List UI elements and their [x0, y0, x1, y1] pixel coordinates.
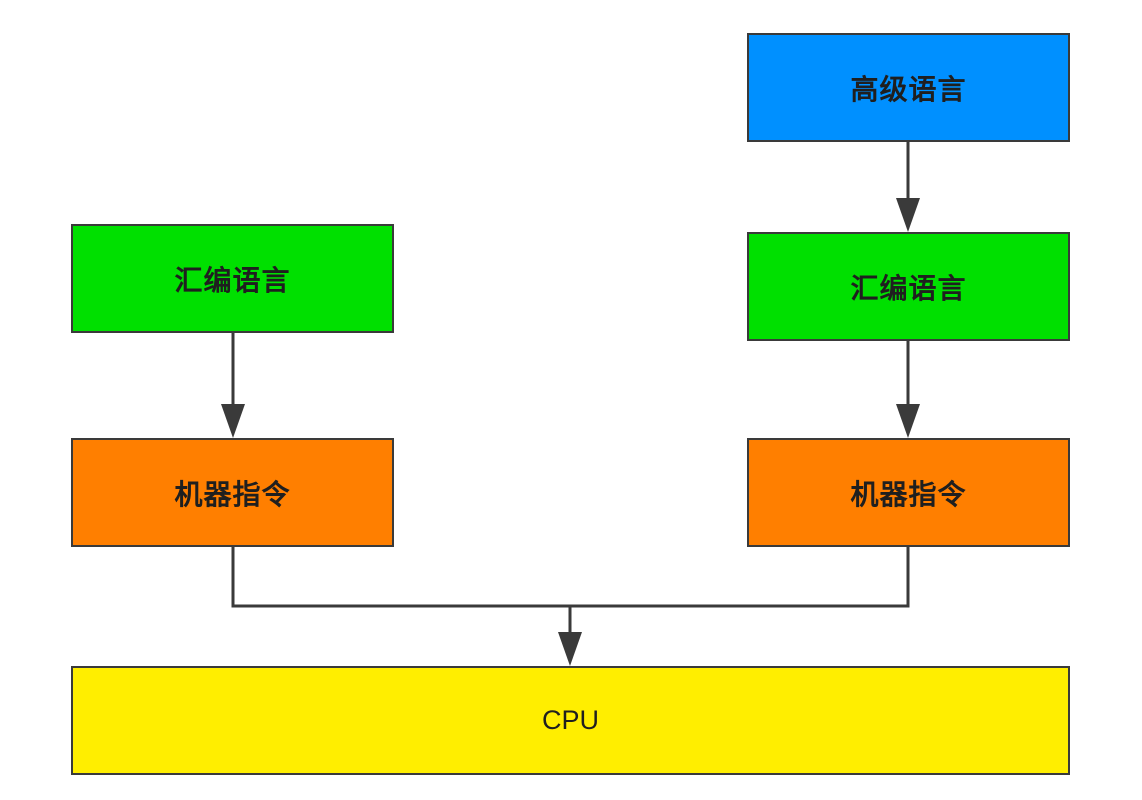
- cpu-node: CPU: [71, 666, 1070, 775]
- machine-code-node-left: 机器指令: [71, 438, 394, 547]
- arrowhead-icon: [221, 404, 245, 438]
- node-label: 高级语言: [850, 72, 967, 106]
- edge-assembly-left-to-machine-code-left: [221, 333, 245, 438]
- high-level-language-node: 高级语言: [747, 33, 1070, 142]
- node-label: 机器指令: [174, 477, 291, 511]
- assembly-language-node-right: 汇编语言: [747, 232, 1070, 341]
- node-label: CPU: [541, 705, 599, 735]
- node-label: 汇编语言: [850, 271, 967, 305]
- edge-high-level-to-assembly: [896, 142, 920, 232]
- arrowhead-icon: [558, 632, 582, 666]
- node-label: 汇编语言: [174, 263, 291, 297]
- machine-code-node-right: 机器指令: [747, 438, 1070, 547]
- arrowhead-icon: [896, 404, 920, 438]
- edge-assembly-right-to-machine-code-right: [896, 341, 920, 438]
- assembly-language-node-left: 汇编语言: [71, 224, 394, 333]
- edge-machine-code-to-cpu: [231, 547, 910, 666]
- arrowhead-icon: [896, 198, 920, 232]
- node-label: 机器指令: [850, 477, 967, 511]
